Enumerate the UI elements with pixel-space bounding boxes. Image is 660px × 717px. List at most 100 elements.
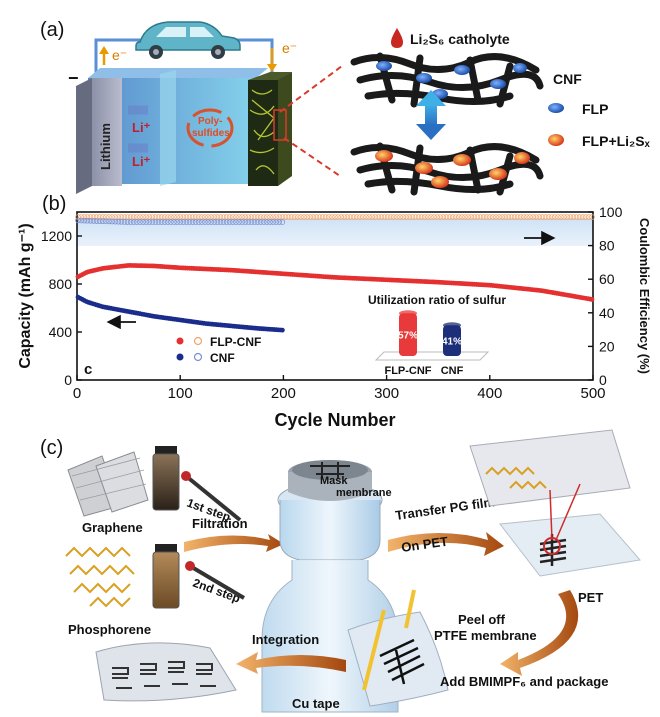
data-point <box>106 218 112 225</box>
data-point <box>248 219 255 225</box>
data-point <box>254 219 261 225</box>
data-point <box>360 214 366 220</box>
data-point <box>81 214 88 220</box>
data-point <box>93 214 100 220</box>
data-point <box>310 214 317 220</box>
electron-right-label: e⁻ <box>282 40 297 56</box>
data-point <box>558 214 564 220</box>
inset-bar-top <box>443 322 461 329</box>
peel-off-label: Peel off <box>458 612 506 627</box>
separator <box>160 70 176 186</box>
data-point <box>533 214 540 220</box>
minus-sign: − <box>68 68 79 88</box>
data-point <box>589 214 595 220</box>
data-point <box>539 214 546 220</box>
data-point <box>548 214 555 220</box>
polysulfides-cycle-icon <box>186 108 234 148</box>
data-point <box>567 214 574 220</box>
data-point <box>202 219 208 225</box>
data-point <box>84 217 91 224</box>
x-tick-label: 400 <box>477 385 502 402</box>
data-point <box>397 214 403 220</box>
legend-flp-label: FLP <box>582 101 608 117</box>
data-point <box>493 214 499 220</box>
data-point <box>115 218 122 225</box>
data-point <box>208 219 214 225</box>
data-point <box>121 219 128 225</box>
data-point <box>171 219 177 225</box>
data-point <box>96 218 103 224</box>
data-point <box>239 219 245 225</box>
data-point <box>573 214 580 220</box>
data-point <box>400 214 406 220</box>
pipette-1-icon <box>184 474 242 522</box>
data-point <box>304 214 310 220</box>
data-point <box>403 214 410 220</box>
data-point <box>530 214 536 220</box>
data-point <box>267 219 273 225</box>
data-point <box>335 214 341 220</box>
data-point <box>100 218 106 225</box>
data-point <box>174 219 180 225</box>
data-point <box>242 219 249 225</box>
panel-a: (a) e⁻ e⁻ − Lithium Li⁺ <box>40 19 651 196</box>
data-point <box>233 219 239 225</box>
y-axis-label-left: Capacity (mAh g⁻¹) <box>17 223 34 368</box>
data-point <box>375 214 382 220</box>
cu-tape-label: Cu tape <box>292 696 340 711</box>
li-ion-label-2: Li⁺ <box>132 154 151 169</box>
data-point <box>226 219 233 225</box>
data-point <box>570 214 577 220</box>
data-point <box>483 214 490 220</box>
inset-bar-percent: 57% <box>398 331 418 342</box>
y-left-tick-label: 400 <box>49 324 73 340</box>
y-right-tick-label: 0 <box>599 372 607 388</box>
lithium-anode <box>76 78 122 194</box>
data-point <box>146 219 153 225</box>
y-right-tick-label: 40 <box>599 305 615 321</box>
data-point <box>291 214 298 220</box>
data-point <box>496 214 502 220</box>
data-point <box>165 219 171 225</box>
data-point <box>347 214 354 220</box>
data-point <box>109 218 115 225</box>
lithium-label: Lithium <box>98 123 113 170</box>
mask-label: Mask <box>320 475 348 487</box>
data-point <box>78 217 84 224</box>
data-point <box>118 219 125 225</box>
flp-li2sx-particles <box>375 150 530 188</box>
data-point <box>84 214 91 220</box>
data-point <box>180 219 187 225</box>
data-point <box>341 214 348 220</box>
data-point <box>521 214 527 220</box>
data-point <box>298 214 304 220</box>
data-point <box>477 214 484 220</box>
data-point <box>96 214 103 220</box>
data-point <box>378 214 385 220</box>
data-point <box>579 214 586 220</box>
data-point <box>394 214 400 220</box>
data-point <box>87 218 94 224</box>
data-point <box>486 214 493 220</box>
data-point <box>353 214 360 220</box>
data-point <box>223 219 230 225</box>
integration-arrow <box>236 652 346 674</box>
data-point <box>270 219 276 225</box>
data-point <box>443 214 450 220</box>
data-point <box>276 219 283 225</box>
y-axis-label-right: Coulombic Efficiency (%) <box>637 218 652 374</box>
data-point <box>465 214 471 220</box>
data-point <box>134 219 140 225</box>
data-point <box>409 214 416 220</box>
data-point <box>524 214 530 220</box>
data-point <box>192 219 199 225</box>
pg-film-zoom-icon <box>469 429 631 541</box>
data-point <box>363 214 369 220</box>
data-point <box>542 214 549 220</box>
data-point <box>502 214 509 220</box>
cnf-cathode <box>248 72 292 186</box>
data-point <box>152 219 159 225</box>
data-point <box>415 214 422 220</box>
legend-flp-li2sx-icon <box>548 134 564 146</box>
